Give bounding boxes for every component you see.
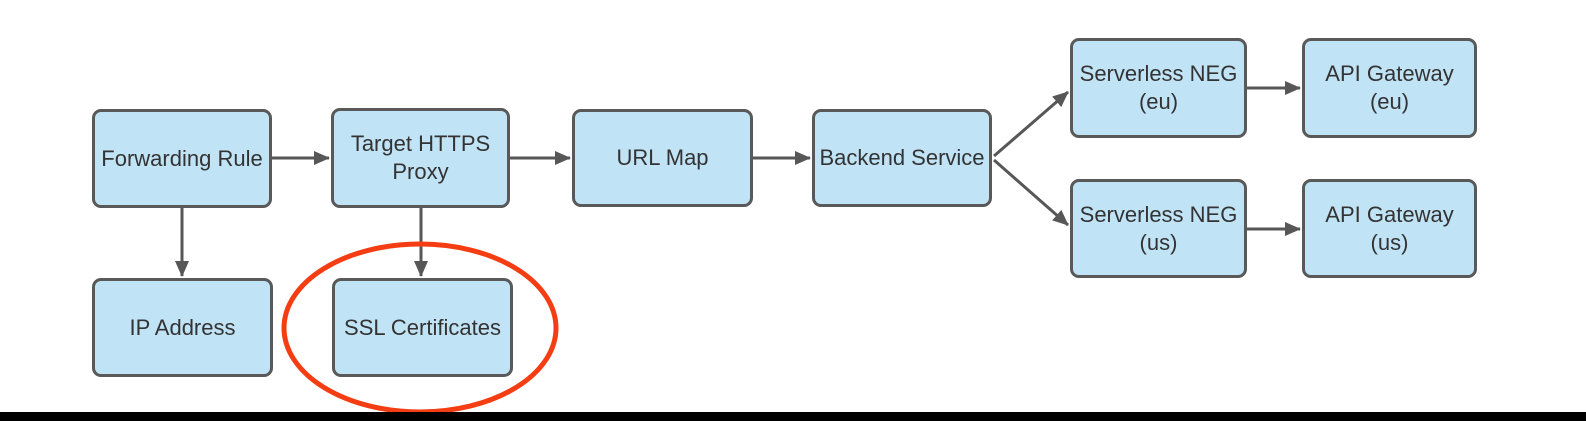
arrow-backend-service-to-serverless-neg-eu [993,90,1069,158]
node-backend-service: Backend Service [812,109,992,207]
node-serverless-neg-eu: Serverless NEG (eu) [1070,38,1247,138]
node-forwarding-rule-label: Forwarding Rule [101,145,263,171]
node-api-gateway-eu-label: API Gateway (eu) [1325,61,1454,114]
node-serverless-neg-us-label: Serverless NEG (us) [1079,201,1238,255]
arrow-backend-service-to-serverless-neg-us [993,158,1069,227]
node-ssl-certificates-label: SSL Certificates [344,314,501,340]
node-target-https-proxy: Target HTTPS Proxy [331,108,510,208]
node-api-gateway-eu: API Gateway (eu) [1302,38,1477,138]
node-serverless-neg-eu-label: Serverless NEG (eu) [1079,61,1238,114]
node-serverless-neg-us: Serverless NEG (us) [1070,179,1247,278]
node-ip-address: IP Address [92,278,273,377]
node-api-gateway-us: API Gateway (us) [1302,179,1477,278]
node-url-map-label: URL Map [616,145,709,170]
node-ssl-certificates: SSL Certificates [332,278,513,377]
node-forwarding-rule: Forwarding Rule [92,109,272,208]
node-backend-service-label: Backend Service [819,145,985,170]
node-ip-address-label: IP Address [129,314,236,340]
node-target-https-proxy-label: Target HTTPS Proxy [350,131,491,184]
node-api-gateway-us-label: API Gateway (us) [1325,201,1454,255]
bottom-bar [0,412,1586,421]
node-url-map: URL Map [572,109,753,207]
